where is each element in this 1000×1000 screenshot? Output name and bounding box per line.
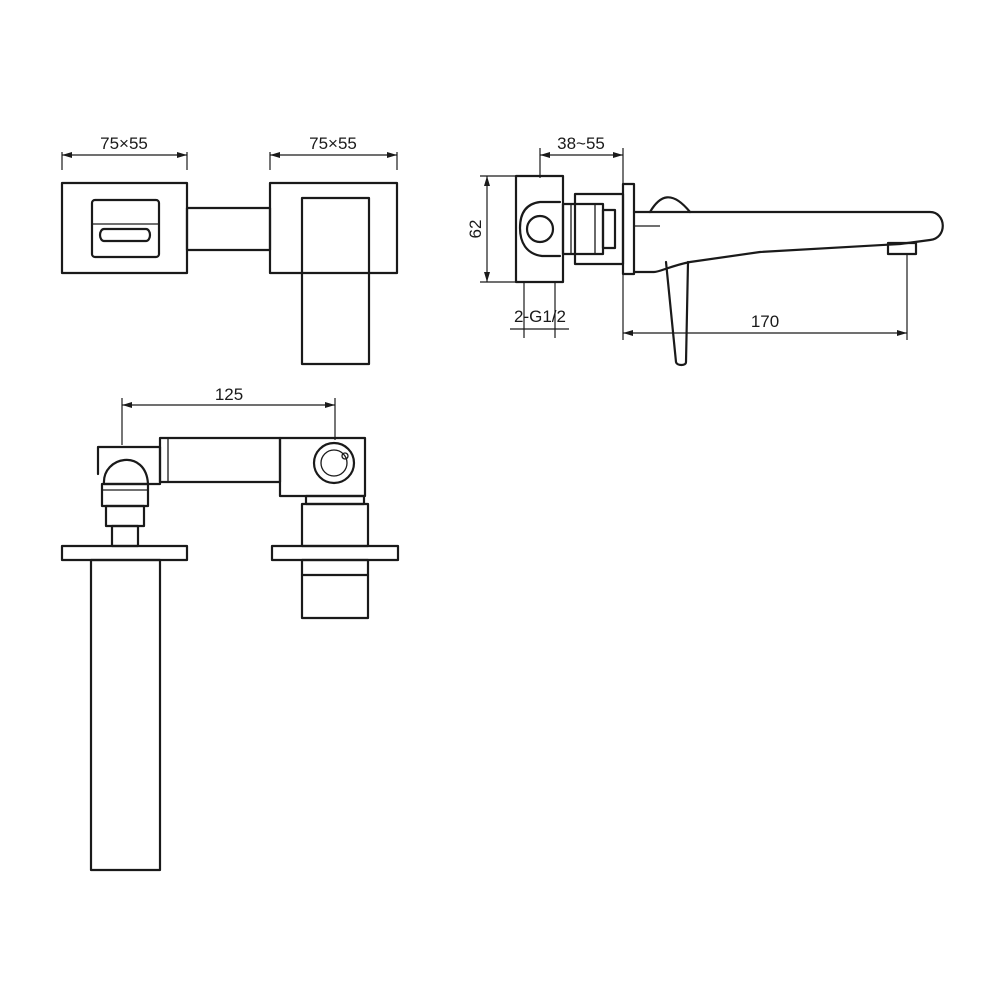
side-outlet xyxy=(886,241,918,256)
side-wall-plate xyxy=(621,182,636,276)
dimension-top-centers: 125 xyxy=(121,385,336,445)
dimension-side-height: 62 xyxy=(466,175,516,283)
dimension-label: 170 xyxy=(751,312,779,331)
front-spout-outlet xyxy=(90,198,161,259)
top-right-wall-plate xyxy=(270,544,400,562)
dimension-front-left: 75×55 xyxy=(61,134,188,170)
front-handle xyxy=(300,196,371,366)
dimension-label: 62 xyxy=(466,220,485,239)
dimension-label: 75×55 xyxy=(100,134,148,153)
top-right-handle xyxy=(300,558,370,620)
side-lever xyxy=(664,260,690,367)
dimension-spout-reach: 170 xyxy=(622,255,908,340)
side-cartridge xyxy=(518,200,562,258)
top-right-valve-sleeve xyxy=(300,502,370,548)
side-connector xyxy=(561,202,605,256)
side-view: 38~55 62 2-G1/2 170 xyxy=(466,134,944,367)
dimension-side-thread: 2-G1/2 xyxy=(510,282,569,338)
dimension-front-right: 75×55 xyxy=(269,134,398,170)
dimension-label: 125 xyxy=(215,385,243,404)
top-left-dome xyxy=(102,458,150,486)
top-pipe xyxy=(158,436,282,484)
dimension-label: 75×55 xyxy=(309,134,357,153)
side-spout-top-curve xyxy=(648,196,692,214)
front-right-plate xyxy=(268,181,399,275)
top-left-collar xyxy=(104,504,146,528)
top-spout-body xyxy=(89,558,162,872)
top-right-cartridge xyxy=(312,441,356,485)
top-left-elbow xyxy=(96,445,162,486)
dimension-label: 38~55 xyxy=(557,134,605,153)
dimension-side-depth: 38~55 xyxy=(539,134,624,184)
aerator xyxy=(98,227,152,243)
top-view: 125 xyxy=(60,385,400,872)
dimension-label: 2-G1/2 xyxy=(514,307,566,326)
top-left-wall-plate xyxy=(60,544,189,562)
top-left-stem xyxy=(110,524,140,548)
front-connecting-pipe xyxy=(185,206,272,252)
front-view: 75×55 75×55 xyxy=(60,134,399,366)
side-spout xyxy=(632,210,944,274)
top-left-nut xyxy=(100,482,150,508)
side-valve-body xyxy=(514,174,565,284)
